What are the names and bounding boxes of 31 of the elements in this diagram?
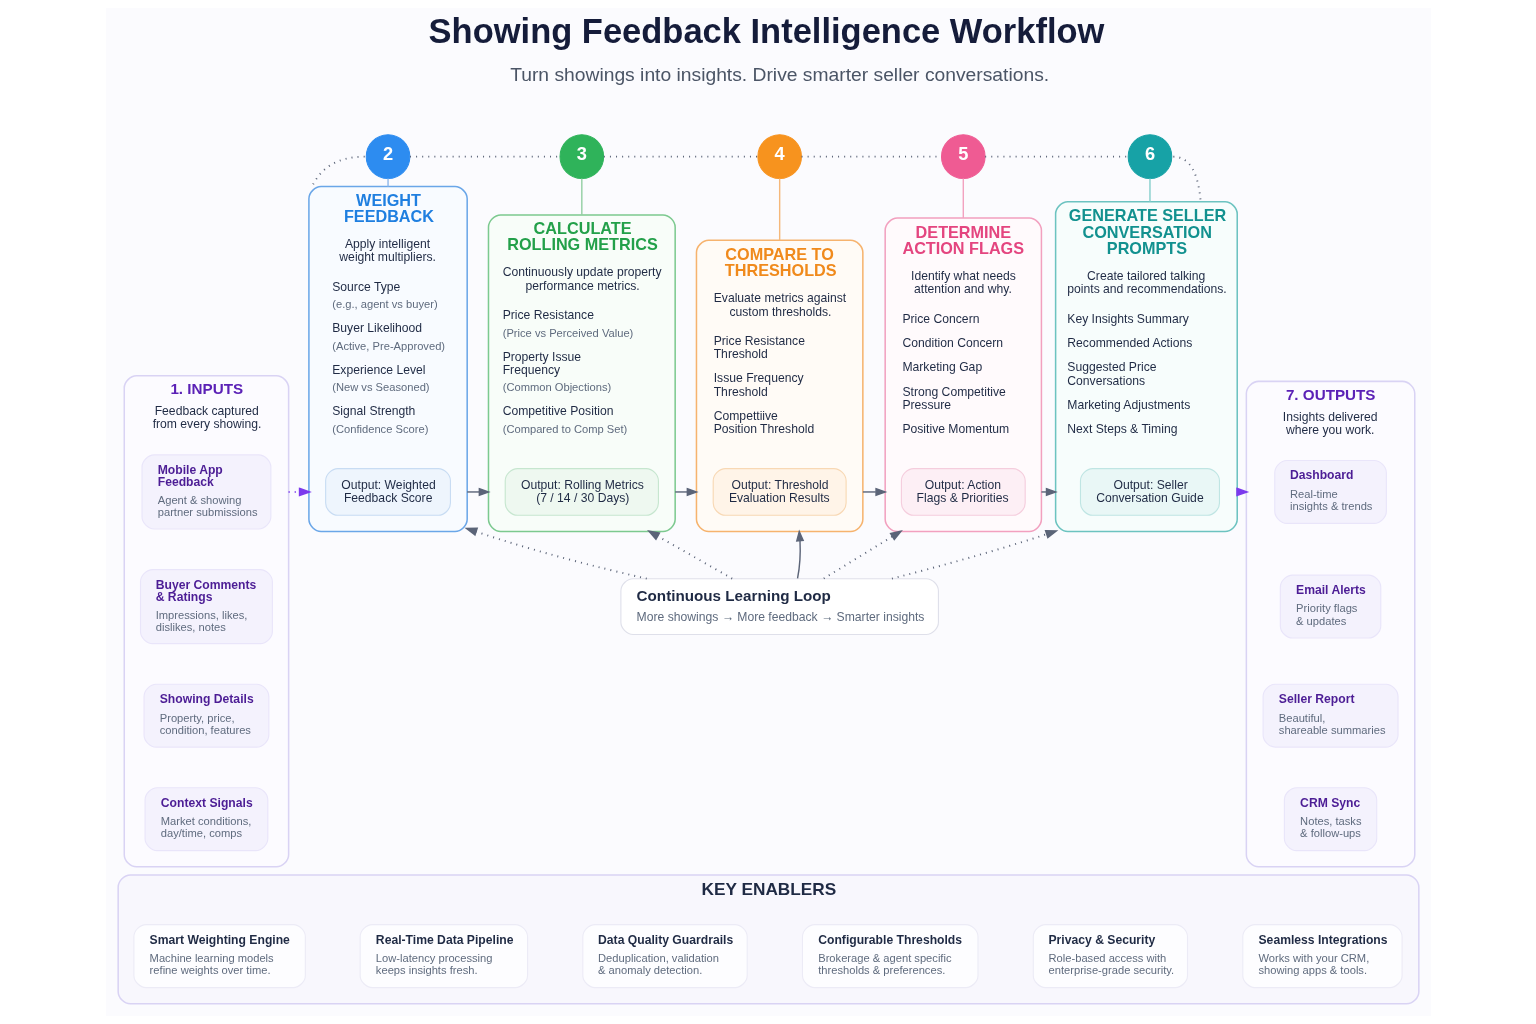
- node-circle: 3: [559, 134, 604, 179]
- node-circle: 6: [1127, 134, 1172, 179]
- arrow: [463, 527, 648, 580]
- label: Turn showings into insights. Drive smarter seller conversations.: [509, 63, 1049, 85]
- node-box: Output: Threshold Evaluation Results: [712, 468, 847, 516]
- arrow: [822, 530, 903, 580]
- node-circle: 5: [940, 134, 986, 179]
- connector: [580, 177, 583, 216]
- node-box: Continuous Learning Loop More showings → More feedback → Smarter insights: [619, 578, 939, 636]
- connector: [1148, 177, 1151, 203]
- node-box: Output: Weighted Feedback Score: [324, 468, 451, 516]
- arrow: [861, 487, 887, 497]
- connector: [602, 155, 759, 158]
- node-box: Output: Action Flags & Priorities: [900, 468, 1026, 516]
- diagram-title: Showing Feedback Intelligence Workflow: [428, 11, 1104, 50]
- connector: [1171, 155, 1202, 203]
- connector: [778, 177, 780, 242]
- node-box: Output: Seller Conversation Guide: [1079, 468, 1220, 516]
- arrow: [673, 487, 699, 497]
- arrow: [1040, 487, 1058, 497]
- arrow: [465, 487, 491, 497]
- connector: [386, 177, 389, 188]
- arrow: [890, 530, 1058, 580]
- connector: [962, 177, 964, 219]
- connector: [310, 155, 366, 188]
- node-circle: 4: [756, 134, 802, 179]
- node-box: Output: Rolling Metrics (7 / 14 / 30 Days): [504, 468, 659, 516]
- node-circle: 2: [365, 134, 410, 179]
- connector: [983, 155, 1129, 158]
- arrow: [646, 530, 733, 580]
- arrow: [795, 529, 804, 580]
